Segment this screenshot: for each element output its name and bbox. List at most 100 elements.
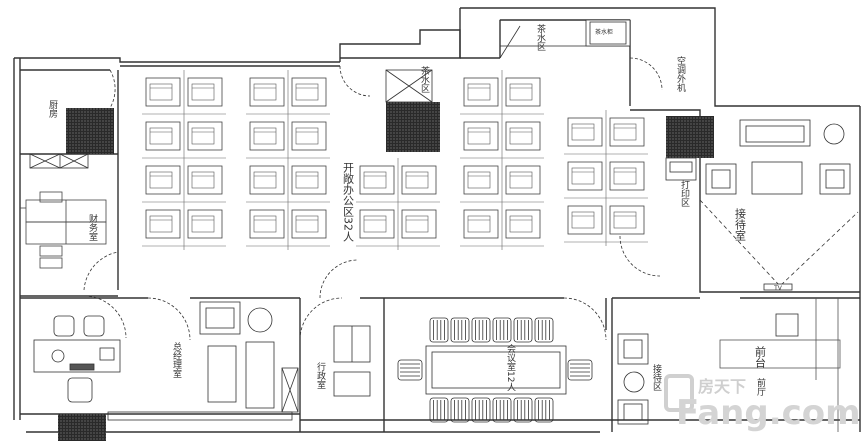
meeting-chairs xyxy=(397,317,593,423)
workstation-chair xyxy=(253,171,277,189)
meeting-chair xyxy=(429,397,449,423)
workstation-desk xyxy=(145,77,181,107)
reception-label: 接待室 xyxy=(734,208,747,241)
workstation-desk xyxy=(249,77,285,107)
reception-furniture xyxy=(699,119,859,291)
workstation-desk xyxy=(505,121,541,151)
workstation-chair xyxy=(253,127,277,145)
workstation-chair xyxy=(405,171,429,189)
kitchen-label: 厨房 xyxy=(47,100,58,119)
workstation-desk xyxy=(401,165,437,195)
workstation-chair xyxy=(509,215,533,233)
workstation-chair xyxy=(295,171,319,189)
meeting-furniture xyxy=(425,345,567,395)
workstation-chair xyxy=(295,127,319,145)
workstation-chair xyxy=(191,215,215,233)
workstation-chair xyxy=(253,83,277,101)
meeting-chair xyxy=(513,397,533,423)
workstation-chair xyxy=(149,215,173,233)
structural-columns xyxy=(58,102,714,441)
front-desk-label: 前台 xyxy=(754,345,767,368)
workstation-desk xyxy=(145,121,181,151)
workstation-chair xyxy=(571,211,595,229)
workstation-desk xyxy=(567,205,603,235)
workstation-desk xyxy=(359,209,395,239)
workstation-desk xyxy=(249,165,285,195)
admin-furniture xyxy=(281,297,371,413)
watermark-cn: 房天下 xyxy=(698,377,746,396)
workstation-chair xyxy=(191,171,215,189)
kitchen-counter xyxy=(29,153,89,169)
workstation-desk xyxy=(609,117,645,147)
meeting-chair xyxy=(450,397,470,423)
workstation-desk xyxy=(249,209,285,239)
gm-office-furniture xyxy=(33,297,293,421)
meeting-chair xyxy=(534,397,554,423)
workstation-chair xyxy=(295,215,319,233)
meeting-chair xyxy=(567,359,593,381)
admin-label: 行政室 xyxy=(315,361,326,389)
workstation-desk xyxy=(505,209,541,239)
tea-counter xyxy=(499,19,663,91)
workstation-chair xyxy=(363,171,387,189)
workstation-desk xyxy=(187,77,223,107)
workstation-desk xyxy=(359,165,395,195)
workstation-desk xyxy=(187,209,223,239)
workstation-chair xyxy=(509,127,533,145)
workstation-chair xyxy=(363,215,387,233)
lobby-label: 前厅 xyxy=(755,377,766,396)
workstation-desk xyxy=(505,165,541,195)
workstation-chair xyxy=(467,83,491,101)
printer xyxy=(665,157,697,181)
workstation-chair xyxy=(467,215,491,233)
meeting-chair xyxy=(492,317,512,343)
workstation-desk xyxy=(609,205,645,235)
watermark-en: Fang.com xyxy=(676,393,861,433)
workstation-desk xyxy=(291,77,327,107)
meeting-chair xyxy=(534,317,554,343)
open-office-label: 开敞办公区32人 xyxy=(342,162,355,242)
workstation-chair xyxy=(613,123,637,141)
tea-sign-label: 茶水区 xyxy=(419,65,430,93)
workstation-chair xyxy=(509,171,533,189)
reception-area-label: 接待区 xyxy=(651,363,662,391)
workstation-chair xyxy=(149,171,173,189)
workstation-desk xyxy=(401,209,437,239)
tv-label: TV xyxy=(773,285,783,292)
workstation-chair xyxy=(613,211,637,229)
workstation-desk xyxy=(145,209,181,239)
ac-unit-label: 空调外机 xyxy=(675,55,686,93)
workstation-desk xyxy=(609,161,645,191)
workstation-chair xyxy=(509,83,533,101)
workstation-desk xyxy=(291,209,327,239)
workstation-chair xyxy=(467,127,491,145)
tea-cabinet-label: 茶水柜 xyxy=(595,28,613,36)
meeting-chair xyxy=(450,317,470,343)
finance-label: 财务室 xyxy=(87,213,98,241)
reception-area-furniture xyxy=(617,313,799,425)
room-labels: 厨房 财务室 总经理室 行政室 会议室12人 开敞办公区32人 茶水区 茶水区 … xyxy=(47,23,767,396)
meeting-chair xyxy=(471,317,491,343)
gm-office-label: 总经理室 xyxy=(171,341,182,378)
workstation-desk xyxy=(291,121,327,151)
meeting-chair xyxy=(397,359,423,381)
workstation-desk xyxy=(505,77,541,107)
workstation-chair xyxy=(571,123,595,141)
workstation-desk xyxy=(463,77,499,107)
workstation-desk xyxy=(291,165,327,195)
workstation-desk xyxy=(187,121,223,151)
workstation-chair xyxy=(253,215,277,233)
workstation-chair xyxy=(295,83,319,101)
meeting-chair xyxy=(429,317,449,343)
workstation-chair xyxy=(149,127,173,145)
watermark: 房天下 Fang.com xyxy=(664,374,861,433)
workstation-chair xyxy=(149,83,173,101)
watermark-logo-icon xyxy=(664,374,694,412)
workstation-desk xyxy=(567,161,603,191)
tea-label: 茶水区 xyxy=(535,23,546,51)
workstation-desk xyxy=(463,165,499,195)
workstation-chair xyxy=(191,83,215,101)
meeting-chair xyxy=(492,397,512,423)
workstation-chair xyxy=(571,167,595,185)
